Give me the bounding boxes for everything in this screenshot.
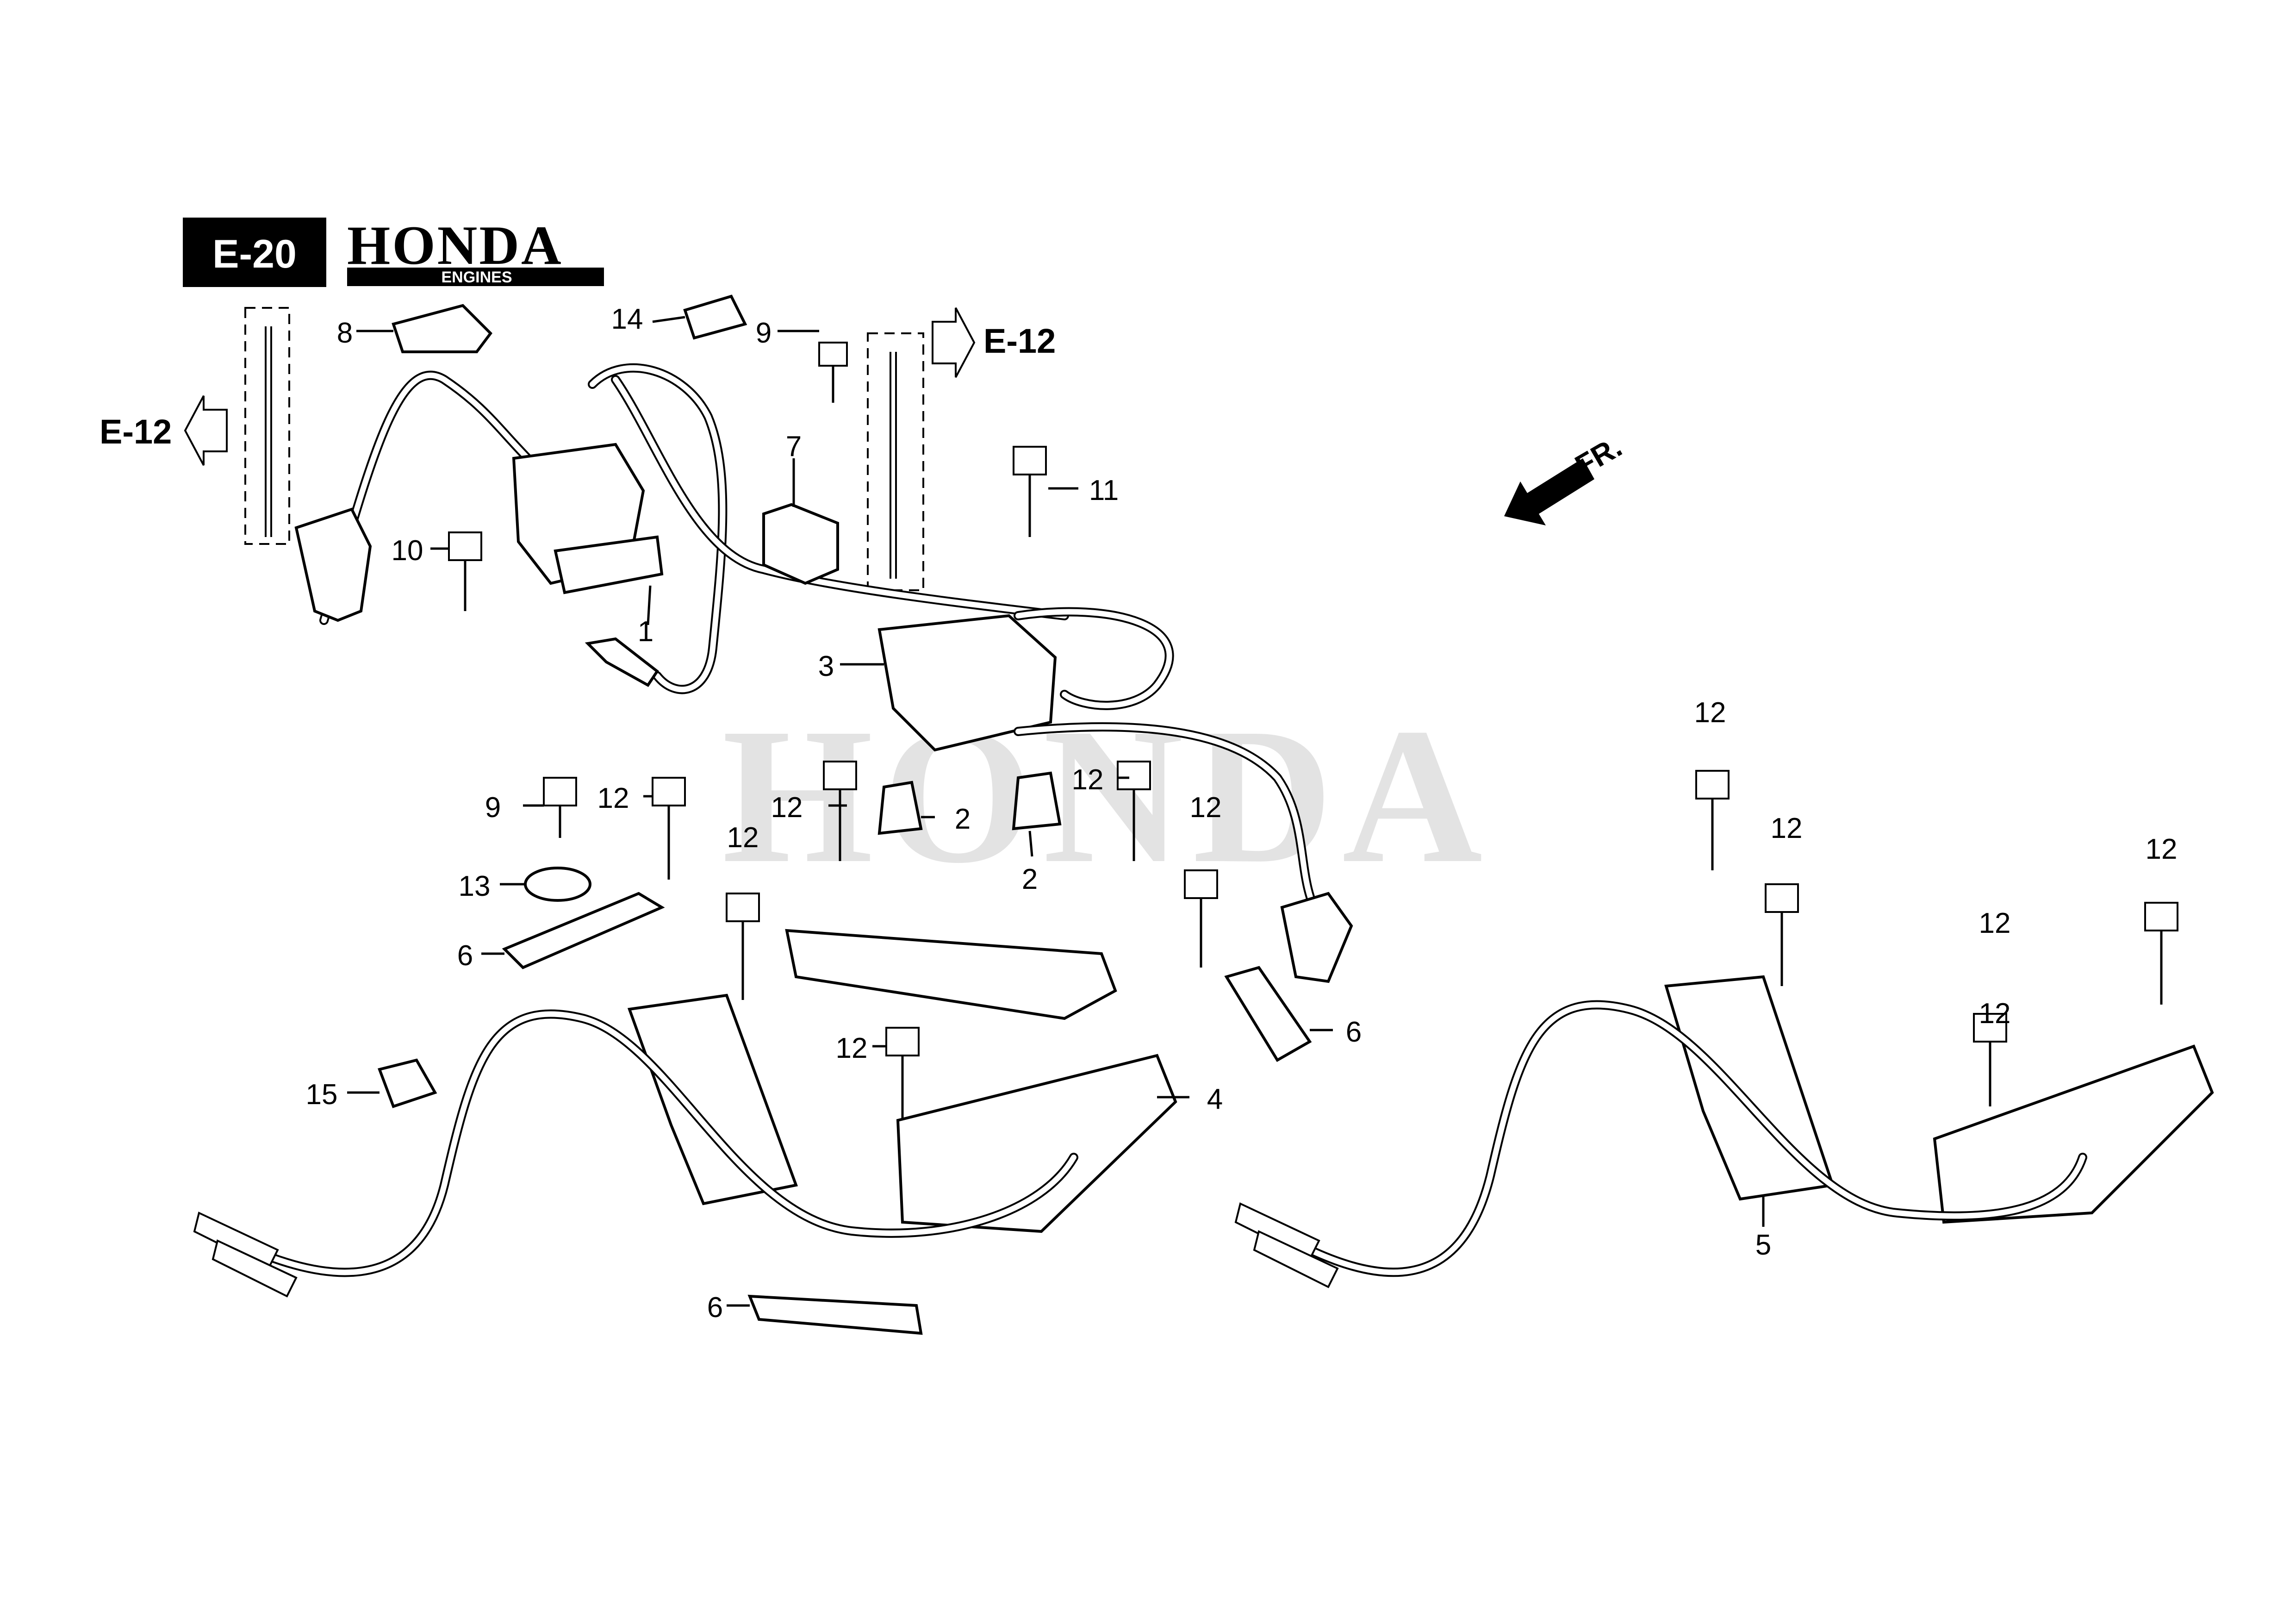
callout-10: 10 [392,535,423,567]
honda-engines-logo: HONDA ENGINES [347,214,604,286]
bolt-12j [2144,902,2178,1005]
callout-15: 15 [306,1079,338,1111]
grommet-2b [1012,771,1062,831]
callout-6c: 6 [707,1292,723,1324]
stud-left-box [244,307,290,545]
leader-lines [347,316,1765,1307]
brand-bar [347,268,604,286]
callout-4: 4 [1207,1083,1223,1115]
coil-5-right-stack [1933,1044,2214,1224]
plug-cap [294,507,372,622]
charge-coil-lower [896,1054,1177,1233]
clip-14 [683,294,747,340]
section-code: E-20 [212,232,297,276]
reference-label-left: E-12 [100,412,172,451]
callout-12f: 12 [836,1032,868,1064]
callout-7: 7 [786,431,802,462]
callout-12d: 12 [727,822,759,854]
bolt-12f [885,1027,920,1125]
grommet-2a [877,781,923,835]
bolt-9b [543,777,577,838]
bolt-10 [448,531,482,611]
callout-13: 13 [459,870,491,902]
clip-8 [392,304,492,353]
bolt-12b [823,761,857,861]
callout-2a: 2 [955,803,971,835]
front-arrow-icon [1504,458,1594,525]
callout-6b: 6 [1346,1016,1362,1048]
callout-12c: 12 [1072,764,1104,796]
coil-3-body [877,614,1057,752]
callout-12j: 12 [2146,833,2178,865]
ignition-coil-3 [877,607,1353,983]
callout-12i: 12 [1979,907,2011,939]
charge-coil-left-stack [627,993,798,1206]
bolts [448,342,2178,1125]
callout-1: 1 [638,616,653,648]
callout-8: 8 [337,317,353,349]
clip-15 [378,1058,437,1108]
callout-9b: 9 [485,792,501,824]
noise-filter-7 [762,503,839,585]
callout-12a: 12 [597,782,629,814]
bolt-12h [1765,883,1799,986]
callout-12e: 12 [1190,792,1222,824]
callouts: 1 2 2 3 4 5 6 6 6 7 8 9 9 10 11 12 12 12… [306,303,2178,1324]
bolt-9a [818,342,848,403]
honda-watermark: HONDA [722,688,1492,903]
right-arrow-icon [932,307,976,378]
callout-12g: 12 [1694,697,1726,729]
callout-12b: 12 [771,792,803,824]
callout-14: 14 [611,303,643,335]
reference-label-right: E-12 [983,322,1056,360]
section-badge [183,218,326,287]
bolt-12d [726,893,760,1000]
charge-coil-upper [785,929,1117,1020]
bolt-12e [1184,869,1218,968]
callout-12k: 12 [1979,998,2011,1030]
header: E-20 HONDA ENGINES [183,214,604,287]
brand-name: HONDA [347,214,563,276]
bolt-12i [1973,1013,2007,1106]
callout-12h: 12 [1771,812,1803,844]
ignition-coil-1 [294,363,1069,694]
front-marker: FR. [1504,430,1627,525]
callout-3: 3 [818,650,834,682]
lead-terminal-d [1253,1230,1339,1288]
callout-5: 5 [1755,1229,1771,1261]
brand-sub: ENGINES [441,269,512,286]
callout-6a: 6 [457,940,473,972]
bolt-12a [652,777,686,880]
coil-connector [585,637,660,687]
bolt-12g [1695,770,1730,870]
bolt-12c [1117,761,1151,861]
coil-base [554,535,664,594]
lead-terminal-b [212,1239,298,1298]
charge-coil-5 [1234,975,2214,1288]
bolt-11 [1013,446,1047,537]
callout-11: 11 [1089,475,1119,506]
coil-3-cap [1280,892,1353,983]
plate-6b [1224,966,1312,1062]
plate-6c [747,1294,923,1335]
charge-coil-4 [193,929,1177,1298]
washer-13 [524,867,591,902]
callout-9a: 9 [756,317,772,349]
stud-right [867,332,924,591]
callout-2b: 2 [1022,863,1038,895]
stud-left [244,307,290,545]
left-arrow-icon [184,395,228,466]
reference-left: E-12 [100,395,228,466]
plate-6a [502,892,665,969]
reference-right: E-12 [932,307,1056,378]
